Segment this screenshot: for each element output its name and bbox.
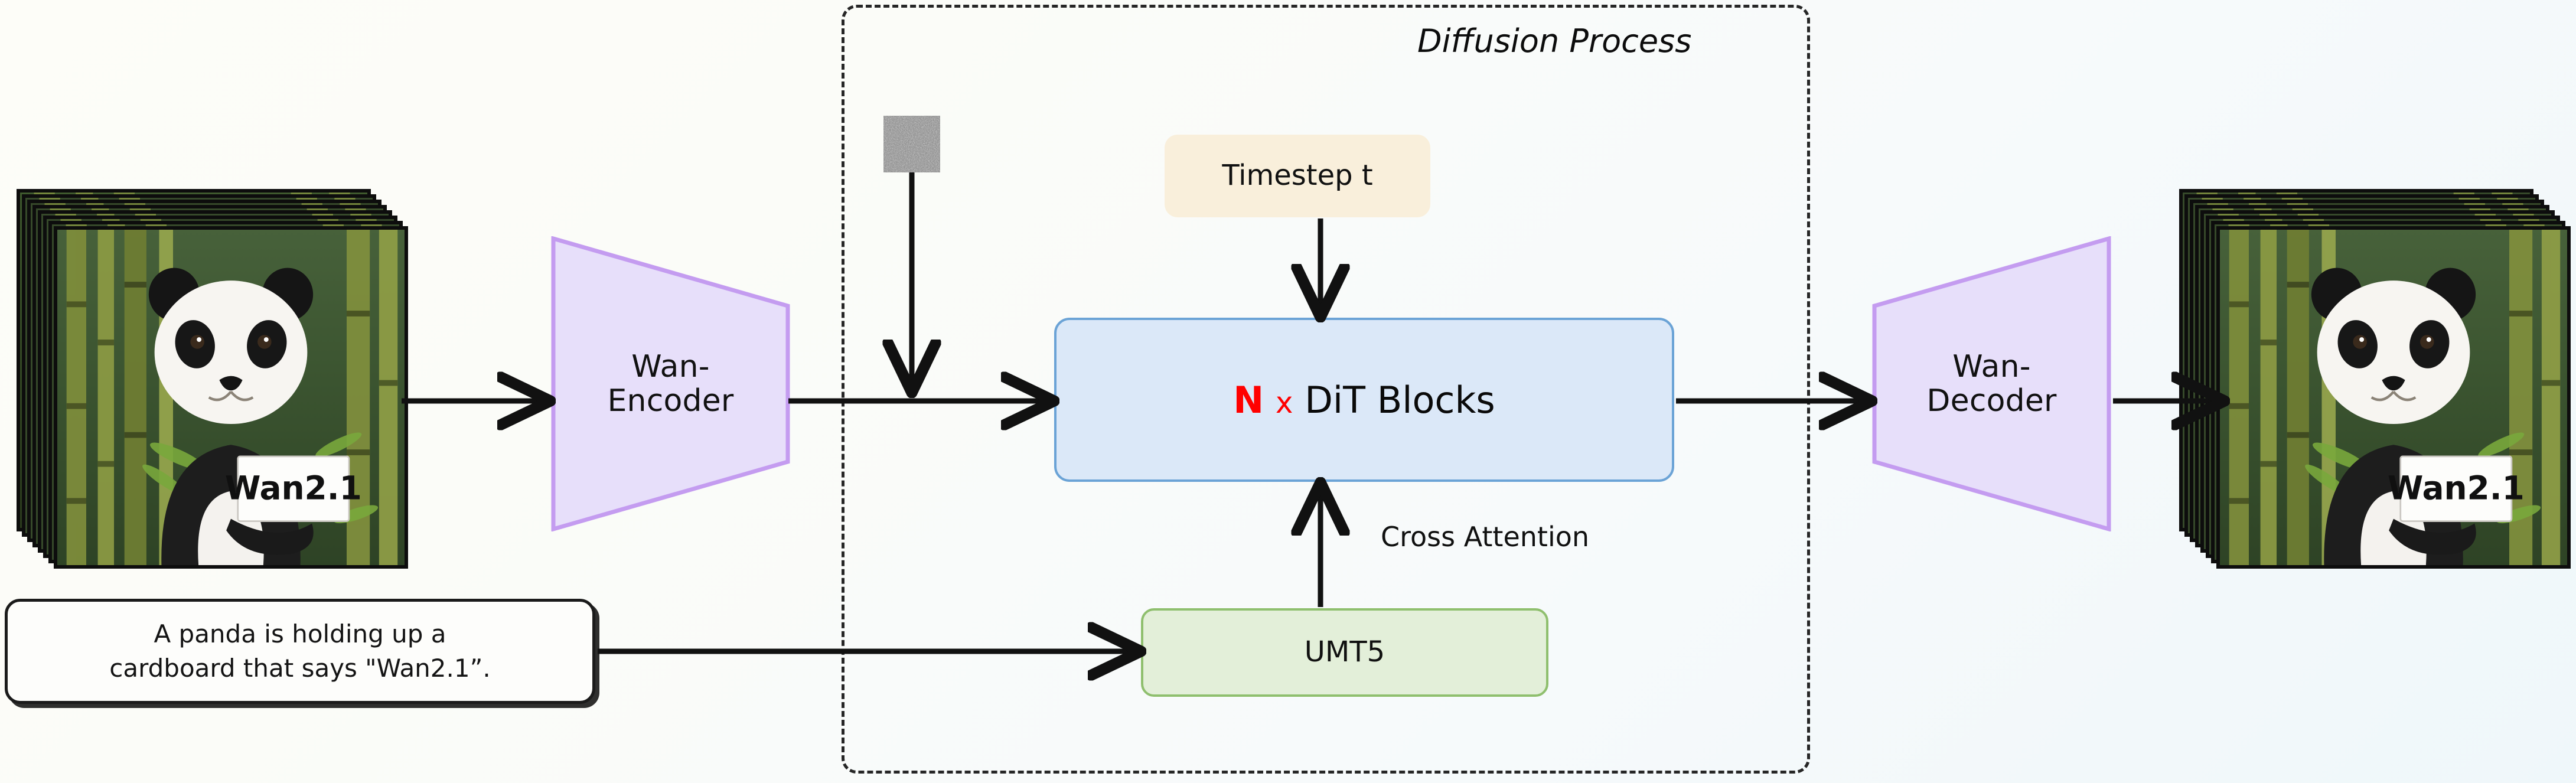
- dit-block-count: N: [1233, 378, 1264, 422]
- wan-encoder-block[interactable]: Wan- Encoder: [551, 236, 790, 531]
- input-video-frames: Wan2.1: [17, 189, 408, 569]
- prompt-line-2: cardboard that says "Wan2.1”.: [109, 654, 491, 683]
- gaussian-noise-latent: [883, 116, 940, 172]
- timestep-block[interactable]: Timestep t: [1165, 135, 1430, 217]
- diffusion-process-region: [842, 5, 1810, 774]
- wan-decoder-label-line2: Decoder: [1926, 383, 2057, 419]
- svg-text:Wan2.1: Wan2.1: [2388, 469, 2525, 507]
- wan-decoder-label-line1: Wan-: [1952, 348, 2031, 384]
- umt5-label: UMT5: [1304, 635, 1385, 669]
- dit-multiplier: x: [1275, 385, 1293, 420]
- video-frame-front: Wan2.1: [2216, 226, 2571, 569]
- text-prompt-box[interactable]: A panda is holding up a cardboard that s…: [5, 599, 595, 704]
- timestep-label: Timestep t: [1222, 159, 1373, 193]
- video-frame-front: Wan2.1: [54, 226, 408, 569]
- prompt-line-1: A panda is holding up a: [154, 619, 446, 649]
- svg-text:Wan2.1: Wan2.1: [225, 469, 362, 507]
- dit-blocks-label: N x DiT Blocks: [1233, 379, 1495, 422]
- cross-attention-label: Cross Attention: [1381, 521, 1590, 553]
- wan-decoder-block[interactable]: Wan- Decoder: [1872, 236, 2111, 531]
- diffusion-process-title: Diffusion Process: [1417, 22, 1692, 60]
- dit-blocks-block[interactable]: N x DiT Blocks: [1054, 318, 1674, 482]
- output-video-frames: Wan2.1: [2179, 189, 2571, 569]
- wan-encoder-label-line2: Encoder: [607, 383, 734, 419]
- wan-encoder-label-line1: Wan-: [631, 348, 710, 384]
- text-prompt-label: A panda is holding up a cardboard that s…: [94, 617, 506, 686]
- dit-blocks-text: DiT Blocks: [1305, 378, 1495, 422]
- umt5-block[interactable]: UMT5: [1141, 608, 1548, 697]
